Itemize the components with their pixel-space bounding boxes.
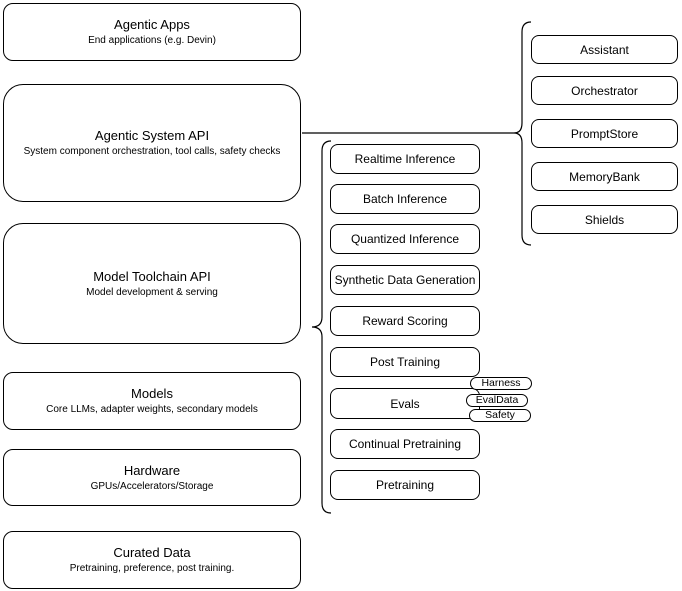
node-label: Evals xyxy=(390,396,420,411)
node-label: Quantized Inference xyxy=(350,232,460,246)
node-assistant: Assistant xyxy=(531,35,678,64)
node-title: Models xyxy=(131,386,173,401)
toolchain-brace xyxy=(311,140,332,514)
node-label: Assistant xyxy=(580,42,629,57)
node-reward-scoring: Reward Scoring xyxy=(330,306,480,336)
node-subtitle: End applications (e.g. Devin) xyxy=(88,35,216,46)
node-evals: Evals xyxy=(330,388,480,419)
node-title: Model Toolchain API xyxy=(93,268,211,284)
tag-harness: Harness xyxy=(470,377,532,390)
node-label: Pretraining xyxy=(375,478,435,492)
node-label: MemoryBank xyxy=(569,169,640,184)
node-label: Shields xyxy=(584,212,625,227)
node-subtitle: Model development & serving xyxy=(86,286,218,298)
node-continual-pretraining: Continual Pretraining xyxy=(330,429,480,459)
node-promptstore: PromptStore xyxy=(531,119,678,148)
node-subtitle: Core LLMs, adapter weights, secondary mo… xyxy=(46,404,258,415)
node-label: Batch Inference xyxy=(362,192,448,206)
node-batch-inference: Batch Inference xyxy=(330,184,480,214)
node-models: Models Core LLMs, adapter weights, secon… xyxy=(3,372,301,430)
node-title: Agentic Apps xyxy=(114,17,190,32)
node-pretraining: Pretraining xyxy=(330,470,480,500)
node-label: Reward Scoring xyxy=(362,314,448,328)
node-curated-data: Curated Data Pretraining, preference, po… xyxy=(3,531,301,589)
node-orchestrator: Orchestrator xyxy=(531,76,678,105)
node-subtitle: GPUs/Accelerators/Storage xyxy=(90,480,214,492)
system-components-brace xyxy=(513,21,532,246)
node-quantized-inference: Quantized Inference xyxy=(330,224,480,254)
node-label: PromptStore xyxy=(570,126,639,141)
node-agentic-system-api: Agentic System API System component orch… xyxy=(3,84,301,202)
node-title: Hardware xyxy=(123,462,181,478)
node-title: Agentic System API xyxy=(94,128,210,143)
tag-label: Safety xyxy=(485,409,515,421)
node-agentic-apps: Agentic Apps End applications (e.g. Devi… xyxy=(3,3,301,61)
node-label: Synthetic Data Generation xyxy=(334,273,476,287)
node-label: Realtime Inference xyxy=(354,152,456,166)
tag-safety: Safety xyxy=(469,409,531,422)
node-hardware: Hardware GPUs/Accelerators/Storage xyxy=(3,449,301,506)
tag-label: Harness xyxy=(481,377,521,389)
node-realtime-inference: Realtime Inference xyxy=(330,144,480,174)
node-shields: Shields xyxy=(531,205,678,234)
node-label: Post Training xyxy=(369,355,441,369)
node-memorybank: MemoryBank xyxy=(531,162,678,191)
node-subtitle: System component orchestration, tool cal… xyxy=(23,146,281,157)
node-model-toolchain-api: Model Toolchain API Model development & … xyxy=(3,223,301,344)
tag-evaldata: EvalData xyxy=(466,394,528,407)
node-synthetic-data-generation: Synthetic Data Generation xyxy=(330,265,480,295)
node-post-training: Post Training xyxy=(330,347,480,377)
node-title: Curated Data xyxy=(113,545,191,560)
tag-label: EvalData xyxy=(475,394,519,406)
node-label: Orchestrator xyxy=(571,83,638,98)
node-subtitle: Pretraining, preference, post training. xyxy=(69,563,235,574)
node-label: Continual Pretraining xyxy=(348,437,462,451)
